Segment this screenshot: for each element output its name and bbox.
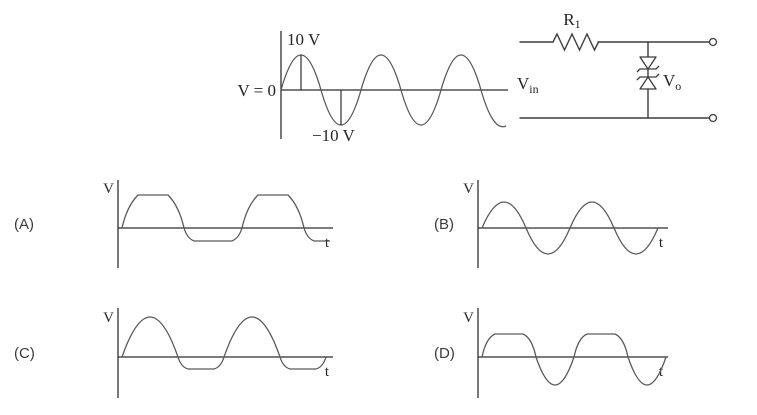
vo-label: Vo <box>663 71 681 93</box>
resistor-label-base: R <box>563 10 575 29</box>
option-b-t-axis-label: t <box>659 235 664 251</box>
vin-label: Vin <box>517 74 539 96</box>
zero-voltage-label: V = 0 <box>237 81 276 100</box>
resistor-symbol <box>552 32 600 52</box>
option-a-v-axis-label: V <box>103 181 114 197</box>
clipper-circuit: R1 Vin Vo <box>517 10 718 123</box>
zener-diode-bottom-icon <box>639 76 657 90</box>
option-d-t-axis-label: t <box>659 364 664 380</box>
option-c-v-axis-label: V <box>103 310 114 326</box>
vo-label-base: V <box>663 71 676 90</box>
option-d: (D) V t <box>434 308 668 398</box>
option-a-t-axis-label: t <box>325 235 330 251</box>
resistor-label-sub: 1 <box>575 17 581 31</box>
option-c-t-axis-label: t <box>325 364 330 380</box>
vo-label-sub: o <box>675 79 681 93</box>
output-terminal-bottom <box>708 113 718 123</box>
option-c: (C) V t <box>14 308 333 398</box>
option-b-waveform <box>481 201 659 255</box>
input-waveform-graph: 10 V V = 0 −10 V <box>237 30 508 145</box>
option-d-label: (D) <box>434 345 455 362</box>
peak-voltage-label: 10 V <box>287 30 321 49</box>
option-d-waveform <box>481 333 667 386</box>
option-b-v-axis-label: V <box>463 181 474 197</box>
option-d-v-axis-label: V <box>463 310 474 326</box>
option-b-label: (B) <box>434 216 454 233</box>
trough-voltage-label: −10 V <box>312 126 356 145</box>
input-sine-wave <box>280 54 507 128</box>
option-b: (B) V t <box>434 180 668 268</box>
option-a-waveform <box>121 194 330 242</box>
option-a: (A) V t <box>14 180 333 268</box>
zener-diode-top-icon <box>639 56 657 70</box>
resistor-label: R1 <box>563 10 580 31</box>
option-c-label: (C) <box>14 345 35 362</box>
vin-label-base: V <box>517 74 530 93</box>
output-terminal-top <box>708 37 718 47</box>
option-c-waveform <box>121 316 327 370</box>
option-a-label: (A) <box>14 216 34 233</box>
vin-label-sub: in <box>529 82 538 96</box>
